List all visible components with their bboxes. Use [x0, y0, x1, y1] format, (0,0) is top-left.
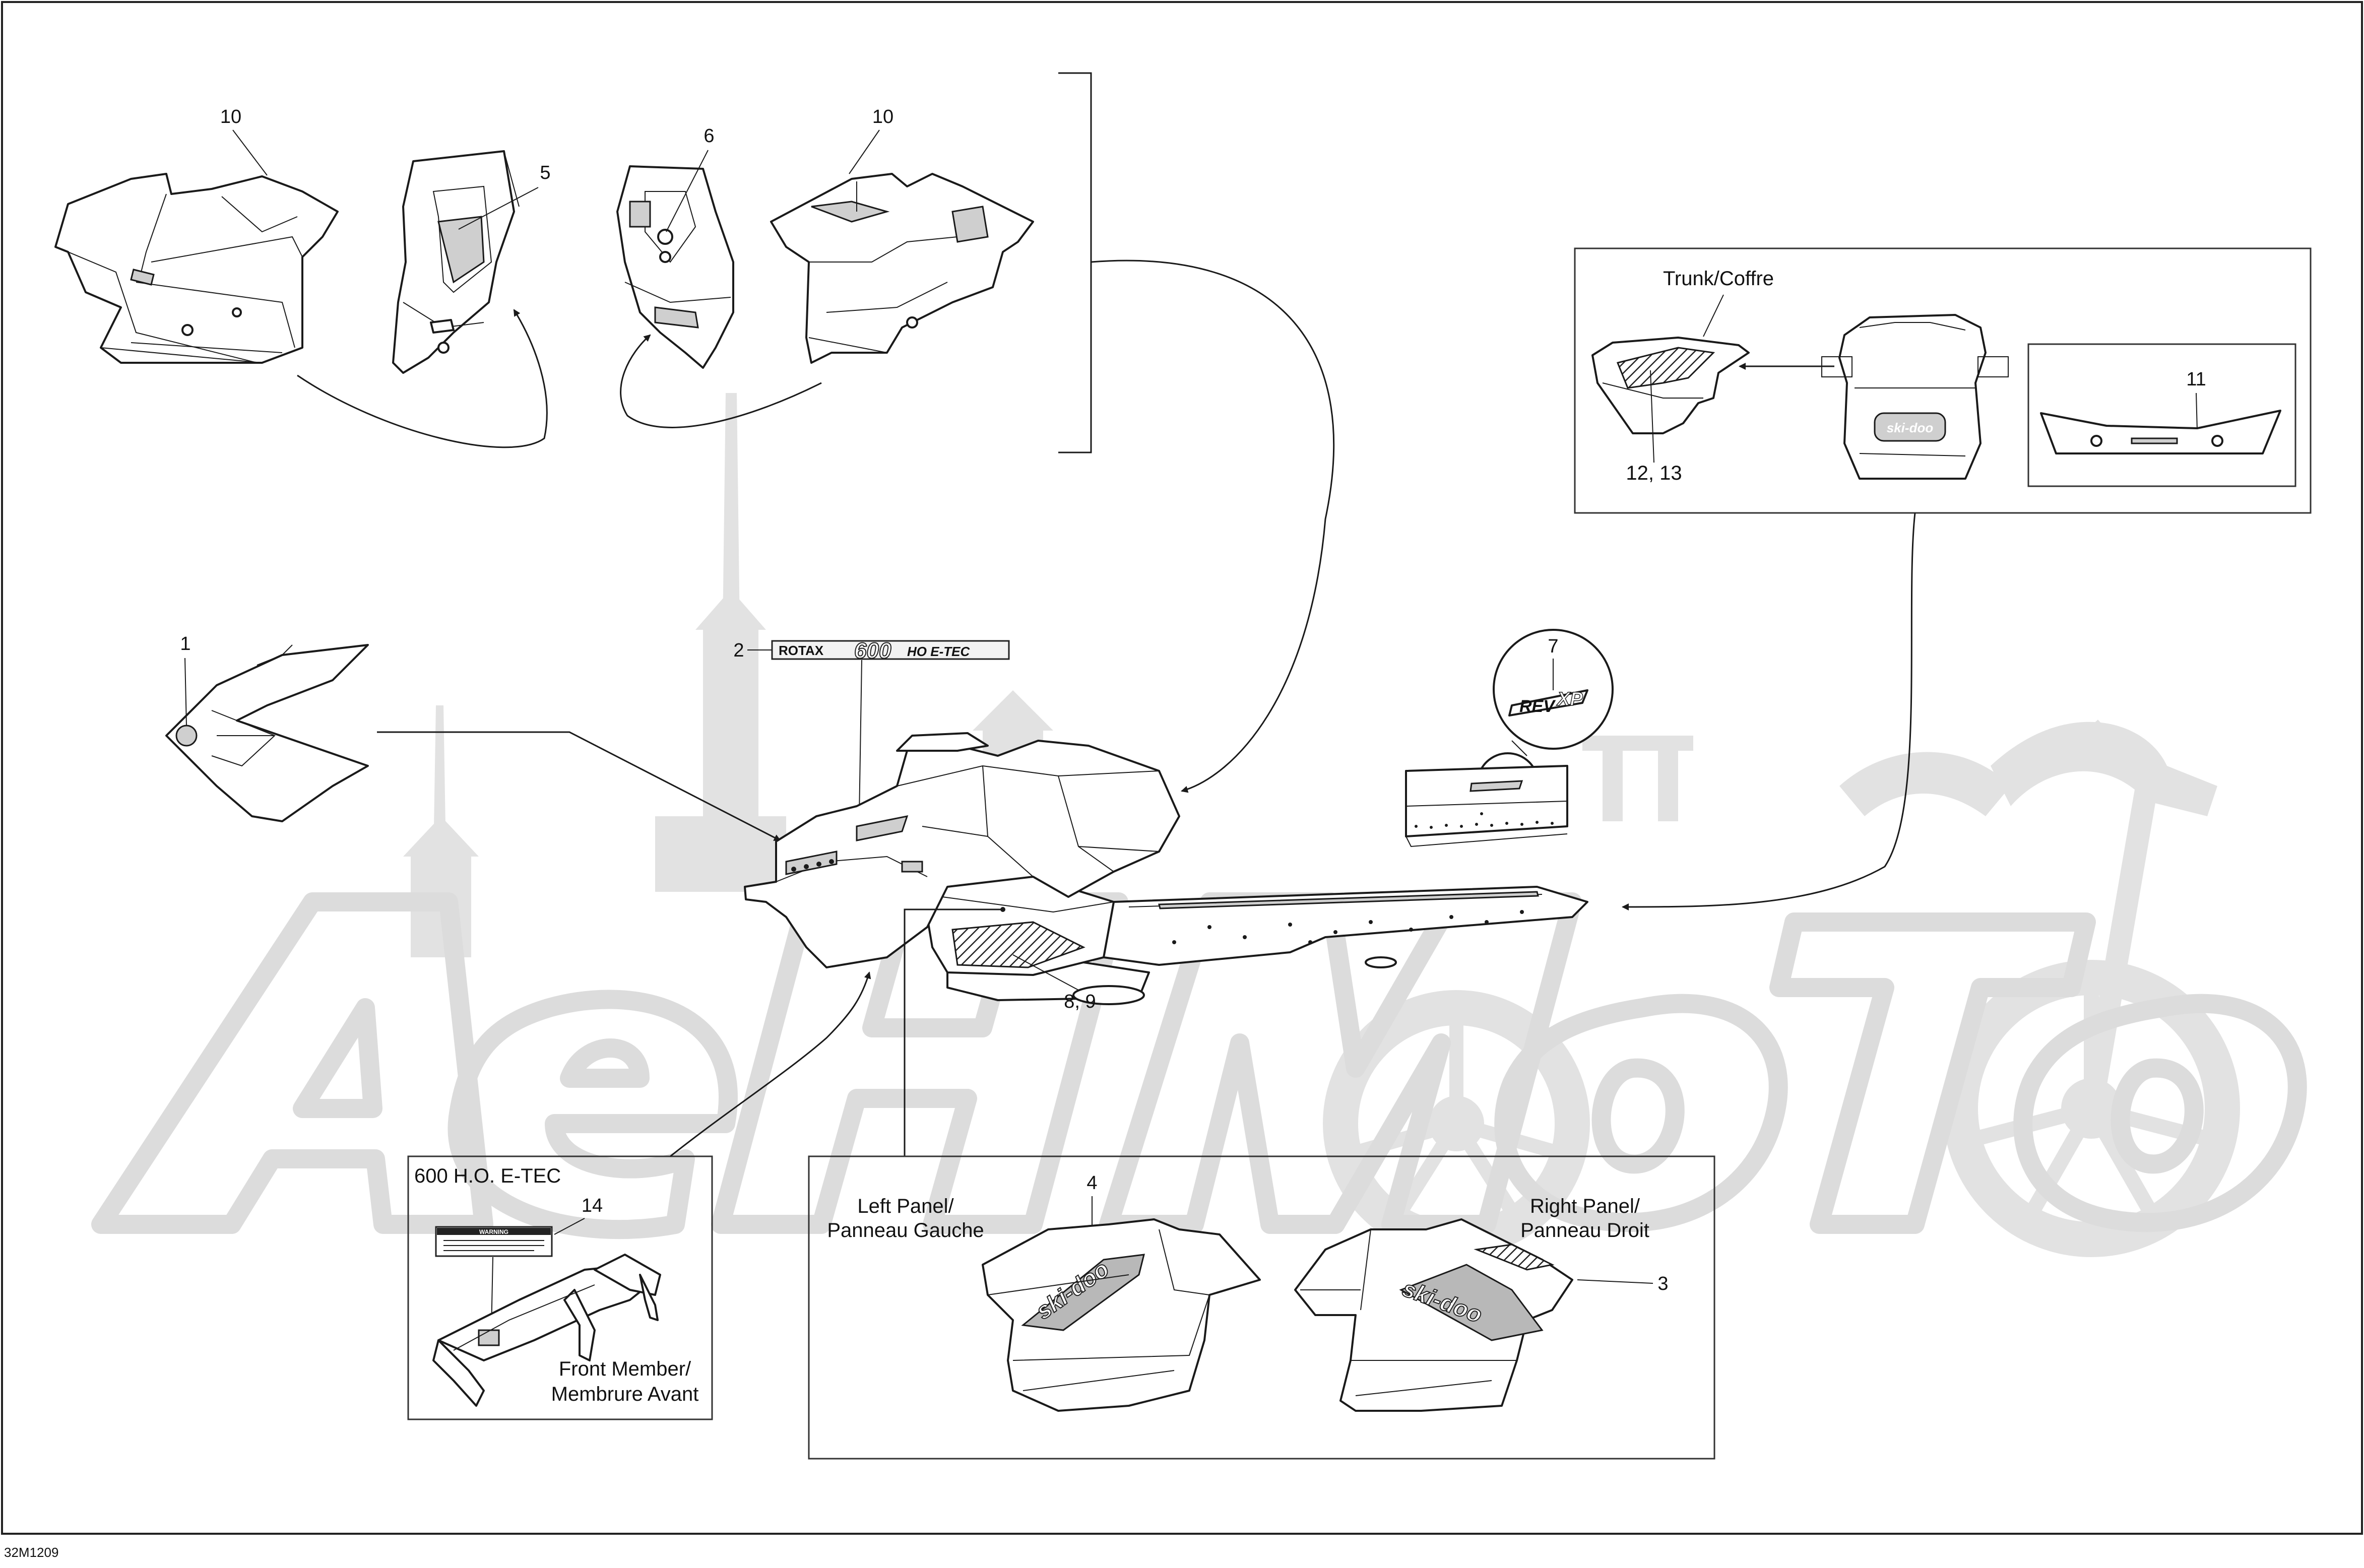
callout-10-left-group: 10 — [220, 106, 268, 176]
left-side-panel-part — [54, 173, 339, 364]
connector-top-to-sled — [1091, 259, 1335, 793]
watermark — [91, 393, 2307, 1257]
part-11-trim — [2040, 410, 2281, 454]
right-panel-label-line2: Panneau Droit — [1520, 1219, 1649, 1242]
callout-6: 6 — [704, 125, 714, 147]
rev-xp-decal-group: 7 REV XP — [1405, 629, 1614, 847]
rotax-model-text: 600 — [854, 638, 891, 663]
connector-part5 — [297, 309, 548, 448]
connector-part6 — [620, 334, 822, 428]
connector-sled-to-panels — [904, 908, 1003, 1156]
part-6-inner-panel — [616, 165, 734, 369]
engine-front-member-box — [407, 1155, 713, 1420]
callout-10-left: 10 — [220, 106, 241, 127]
callout-12-13: 12, 13 — [1626, 462, 1682, 484]
callout-11: 11 — [2186, 369, 2206, 390]
callout-8-9: 8, 9 — [1064, 991, 1096, 1012]
callout-10-right-group: 10 — [849, 106, 893, 174]
diagram-code: 32M1209 — [4, 1545, 58, 1560]
connector-engine-box — [670, 971, 871, 1157]
callout-6-group: 6 — [666, 125, 715, 232]
callout-2: 2 — [733, 640, 744, 661]
right-side-panel-part — [770, 173, 1034, 364]
trunk-rear-part: ski-doo — [1821, 314, 2009, 480]
trunk-skidoo-decal: ski-doo — [1887, 420, 1934, 435]
callout-1: 1 — [180, 633, 190, 655]
hood-part — [165, 644, 369, 822]
engine-box-title: 600 H.O. E-TEC — [414, 1165, 561, 1187]
callout-10-right: 10 — [872, 106, 893, 127]
callout-4: 4 — [1087, 1172, 1097, 1194]
rotax-decal: 2 ROTAX 600 HO E-TEC — [733, 638, 1010, 817]
trunk-label: Trunk/Coffre — [1663, 268, 1774, 290]
callout-3: 3 — [1657, 1273, 1668, 1294]
callout-14: 14 — [582, 1195, 603, 1216]
connector-trunk-to-sled — [1622, 512, 1916, 910]
diagram-frame — [1, 1, 2363, 1535]
callout-7: 7 — [1548, 636, 1558, 657]
watermark-letters — [91, 892, 2307, 1239]
trunk-box — [1574, 247, 2312, 514]
warning-label-decal: WARNING — [435, 1226, 553, 1257]
xp-text: XP — [1556, 689, 1583, 710]
rev-text: REV — [1519, 697, 1556, 716]
warning-label-text: WARNING — [479, 1228, 508, 1235]
rotax-text: ROTAX — [779, 643, 824, 658]
top-group-bracket — [1058, 72, 1092, 453]
part-5-inner-panel — [392, 150, 520, 374]
connector-hood — [377, 731, 781, 841]
callout-5-group: 5 — [458, 162, 551, 230]
rotax-suffix-text: HO E-TEC — [907, 644, 970, 659]
snowmobile-main-part — [744, 732, 1588, 1005]
right-panel-label-line1: Right Panel/ — [1530, 1195, 1640, 1217]
part-11-box — [2027, 343, 2296, 487]
trunk-lid-part — [1591, 337, 1750, 434]
front-member-label-line1: Front Member/ — [559, 1358, 691, 1380]
left-panel-label-line2: Panneau Gauche — [827, 1219, 984, 1242]
front-member-part — [432, 1254, 661, 1407]
right-panel-part: ski-doo — [1294, 1218, 1573, 1412]
left-panel-part: ski-doo — [982, 1218, 1261, 1412]
callout-5: 5 — [540, 162, 550, 183]
front-member-label-line2: Membrure Avant — [551, 1383, 699, 1405]
left-panel-label-line1: Left Panel/ — [857, 1195, 954, 1217]
side-panels-box — [808, 1155, 1715, 1460]
